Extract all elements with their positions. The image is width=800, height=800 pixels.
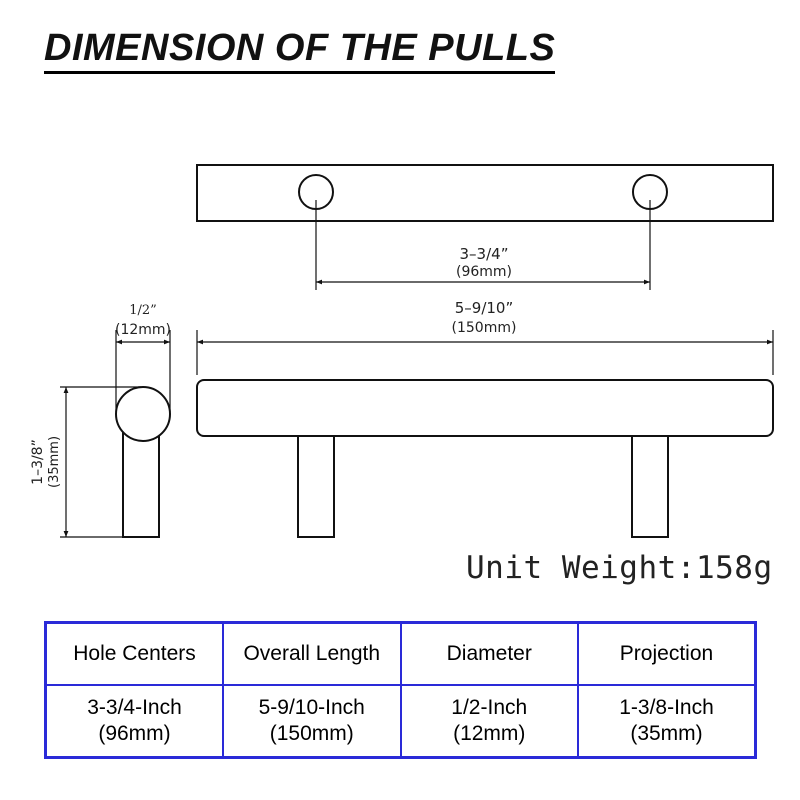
pull-bar-front-view xyxy=(196,379,774,437)
diameter-metric-label: (12mm) xyxy=(115,322,171,338)
cell-value-imperial: 3-3/4-Inch xyxy=(87,696,182,719)
column-header-diameter: Diameter xyxy=(399,621,579,686)
page-title: DIMENSION OF THE PULLS xyxy=(44,26,556,74)
pull-bar-end-circle xyxy=(115,386,171,442)
hole-centers-metric-label: (96mm) xyxy=(456,264,512,280)
cell-value-metric: (96mm) xyxy=(98,722,171,745)
pull-leg-right xyxy=(631,429,669,538)
top-view xyxy=(196,164,774,222)
pull-dimension-drawing: 3–3/4” (96mm) 5–9/10” (150mm) 1/2” (12mm… xyxy=(30,164,774,538)
table-cell-hole-centers: 3-3/4-Inch (96mm) xyxy=(44,684,224,759)
table-cell-diameter: 1/2-Inch (12mm) xyxy=(399,684,579,759)
cell-value-imperial: 1/2-Inch xyxy=(451,696,528,719)
cell-value-metric: (150mm) xyxy=(269,722,354,745)
table-cell-overall-length: 5-9/10-Inch (150mm) xyxy=(222,684,402,759)
pull-bar-top-view xyxy=(196,164,774,222)
projection-imperial-label: 1–3/8” xyxy=(30,439,46,485)
hole-centers-imperial-label: 3–3/4” xyxy=(460,245,509,263)
overall-length-dimension xyxy=(196,330,774,375)
side-view xyxy=(115,386,171,538)
diameter-dimension xyxy=(115,330,171,412)
front-view xyxy=(196,379,774,538)
cell-value-imperial: 1-3/8-Inch xyxy=(619,696,714,719)
column-header-overall-length: Overall Length xyxy=(222,621,402,686)
projection-dimension xyxy=(60,386,141,538)
dimension-spec-table: Hole Centers Overall Length Diameter Pro… xyxy=(44,621,757,759)
overall-length-imperial-label: 5–9/10” xyxy=(455,299,514,317)
table-cell-projection: 1-3/8-Inch (35mm) xyxy=(577,684,757,759)
pull-leg-left xyxy=(297,429,335,538)
hole-centers-dimension xyxy=(315,200,651,290)
cell-value-metric: (35mm) xyxy=(630,722,703,745)
table-row: 3-3/4-Inch (96mm) 5-9/10-Inch (150mm) 1/… xyxy=(44,684,757,759)
table-header-row: Hole Centers Overall Length Diameter Pro… xyxy=(44,621,757,686)
overall-length-metric-label: (150mm) xyxy=(452,320,517,336)
column-header-hole-centers: Hole Centers xyxy=(44,621,224,686)
cell-value-imperial: 5-9/10-Inch xyxy=(258,696,365,719)
projection-metric-label: (35mm) xyxy=(47,436,62,488)
cell-value-metric: (12mm) xyxy=(453,722,526,745)
column-header-projection: Projection xyxy=(577,621,757,686)
diameter-imperial-label: 1/2” xyxy=(129,303,157,318)
unit-weight-label: Unit Weight:158g xyxy=(466,550,773,586)
